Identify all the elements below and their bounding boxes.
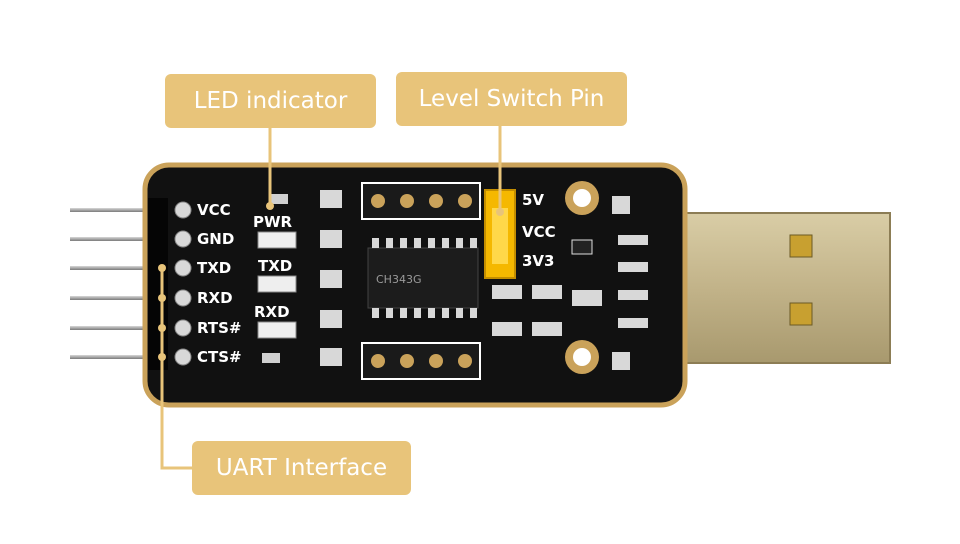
led-label-rxd: RXD [254,303,290,321]
callout-led-indicator: LED indicator [165,74,376,128]
pin-label-gnd: GND [197,230,234,248]
callout-level-switch-pin: Level Switch Pin [396,72,627,126]
ch343-chip [367,238,479,318]
led-row [257,194,297,363]
level-label-5v: 5V [522,191,544,209]
header-pins [70,208,150,359]
pin-label-txd: TXD [197,259,231,277]
led-label-txd: TXD [258,257,292,275]
pin-label-vcc: VCC [197,201,231,219]
pin-label-rts: RTS# [197,319,241,337]
mounting-holes [565,181,599,374]
pin-label-rxd: RXD [197,289,233,307]
pin-label-cts: CTS# [197,348,242,366]
callout-lines [160,126,502,470]
chip-marking: CH343G [376,273,421,286]
level-label-3v3: 3V3 [522,252,554,270]
level-label-vcc: VCC [522,223,556,241]
callout-uart-interface: UART Interface [192,441,411,495]
led-label-pwr: PWR [253,213,293,231]
pcb-board [142,162,688,408]
